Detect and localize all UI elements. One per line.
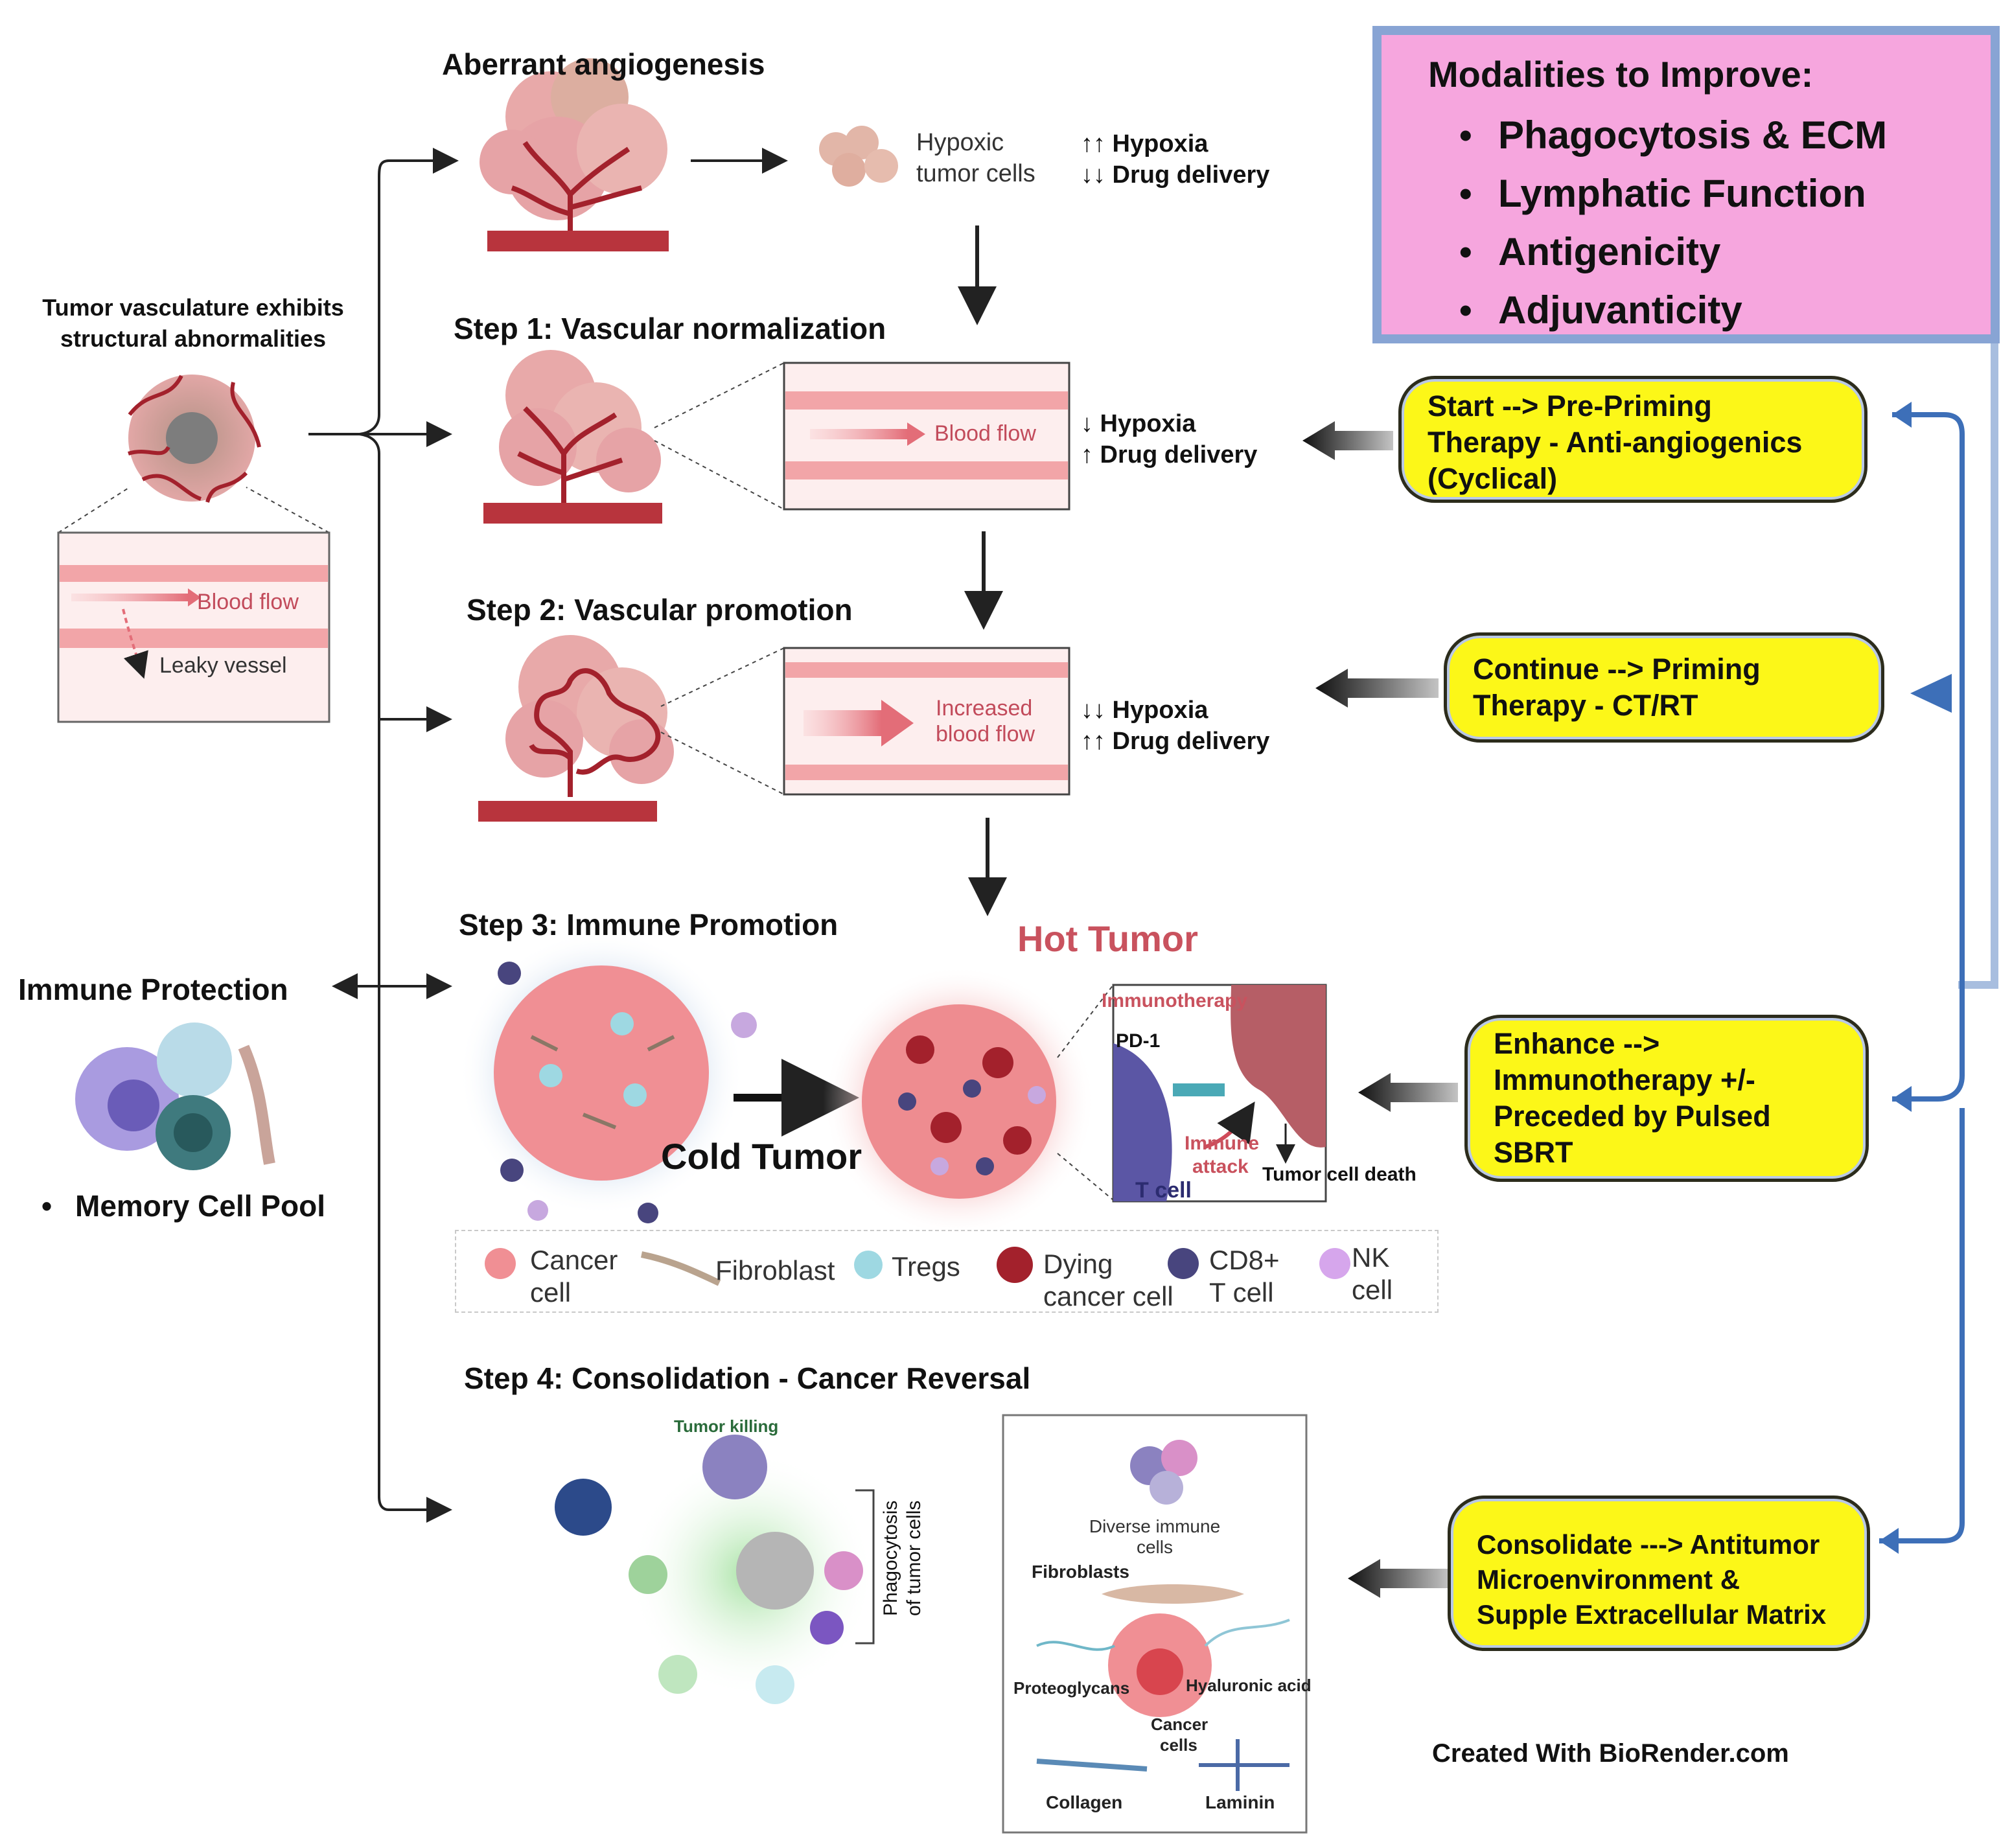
therapy-consolidate-box: Consolidate ---> Antitumor Microenvironm… [1448, 1496, 1870, 1651]
memory-cell-pool: Memory Cell Pool [75, 1189, 325, 1223]
therapy-enhance-line: Immunotherapy +/- [1494, 1063, 1755, 1096]
modality-item: Lymphatic Function [1459, 165, 1887, 223]
modality-item: Adjuvanticity [1459, 281, 1887, 340]
vasculature-title-line2: structural abnormalities [60, 325, 327, 352]
ecm-collagen: Collagen [1046, 1792, 1123, 1812]
hypoxic-label-line1: Hypoxic [916, 129, 1004, 156]
step3-title: Step 3: Immune Promotion [459, 908, 838, 941]
biorender-credit: Created With BioRender.com [1432, 1739, 1789, 1768]
step2-title: Step 2: Vascular promotion [467, 593, 853, 627]
ecm-proteoglycans: Proteoglycans [1013, 1678, 1130, 1698]
therapy-start-line: Start --> Pre-Priming [1428, 389, 1712, 422]
step1-drug-delivery: ↑ Drug delivery [1081, 441, 1258, 468]
hypoxic-cells-icon [819, 126, 898, 187]
ecm-cancer-line2: cells [1160, 1735, 1197, 1755]
legend-dying-line2: cancer cell [1043, 1281, 1174, 1311]
memory-cell-bullet: • [41, 1189, 52, 1223]
therapy-enhance-box: Enhance --> Immunotherapy +/- Preceded b… [1464, 1015, 1869, 1182]
angio-drug-delivery: ↓↓ Drug delivery [1081, 161, 1270, 189]
legend-cancer-line2: cell [530, 1277, 572, 1308]
phagocytosis-line2: of tumor cells [903, 1500, 925, 1616]
ecm-diverse-line1: Diverse immune [1089, 1516, 1221, 1536]
promoted-tumor-icon [478, 635, 674, 822]
hypoxic-label-line2: tumor cells [916, 160, 1035, 187]
step4-title: Step 4: Consolidation - Cancer Reversal [464, 1361, 1031, 1395]
legend-cd8-line2: T cell [1209, 1277, 1274, 1308]
immune-attack-panel [1112, 984, 1327, 1203]
modalities-list: Phagocytosis & ECM Lymphatic Function An… [1459, 106, 1887, 340]
therapy-start-line: (Cyclical) [1428, 462, 1558, 495]
modality-item: Antigenicity [1459, 223, 1887, 281]
hot-tumor-icon [823, 965, 1095, 1238]
abnormal-tumor-icon [128, 375, 261, 503]
left-blood-flow-label: Blood flow [197, 590, 299, 614]
therapy-start-line: Therapy - Anti-angiogenics [1428, 426, 1803, 459]
pd1-label: PD-1 [1116, 1030, 1161, 1052]
therapy-enhance-line: SBRT [1494, 1136, 1573, 1169]
tumor-killing-label: Tumor killing [674, 1416, 779, 1436]
legend-cd8-line1: CD8+ [1209, 1245, 1280, 1275]
normalized-tumor-icon [483, 350, 662, 524]
therapy-enhance-line: Enhance --> [1494, 1027, 1660, 1060]
legend-cancer-line1: Cancer [530, 1245, 618, 1275]
modalities-title: Modalities to Improve: [1428, 54, 1814, 95]
immune-protection-title: Immune Protection [18, 973, 288, 1006]
therapy-continue-line: Therapy - CT/RT [1473, 689, 1698, 722]
cold-tumor-icon [459, 930, 757, 1223]
therapy-consolidate-line: Supple Extracellular Matrix [1477, 1599, 1827, 1630]
therapy-consolidate-line: Microenvironment & [1477, 1564, 1740, 1595]
therapy-continue-line: Continue --> Priming [1473, 653, 1761, 686]
angio-hypoxia: ↑↑ Hypoxia [1081, 130, 1208, 157]
ecm-laminin: Laminin [1205, 1792, 1275, 1812]
legend-nk-line1: NK [1352, 1242, 1390, 1273]
immune-cells-icon [75, 1022, 275, 1170]
step2-vessel-panel [783, 647, 1070, 796]
vasculature-title-line1: Tumor vasculature exhibits [42, 294, 344, 321]
angiogenesis-title: Aberrant angiogenesis [442, 47, 765, 81]
step2-flow-line1: Increased [936, 696, 1033, 721]
ecm-panel [1002, 1414, 1308, 1834]
immune-attack-line1: Immune [1185, 1133, 1260, 1154]
ecm-cancer-line1: Cancer [1151, 1715, 1208, 1734]
legend-nk-line2: cell [1352, 1275, 1393, 1305]
step2-hypoxia: ↓↓ Hypoxia [1081, 697, 1208, 724]
hot-tumor-label: Hot Tumor [1017, 918, 1198, 959]
immune-attack-line2: attack [1192, 1156, 1249, 1177]
therapy-start-box: Start --> Pre-Priming Therapy - Anti-ang… [1398, 376, 1867, 503]
consolidation-immune-icons [555, 1435, 875, 1704]
step2-drug-delivery: ↑↑ Drug delivery [1081, 728, 1270, 755]
step1-vessel-panel [783, 362, 1070, 511]
legend-icons [485, 1247, 1350, 1286]
step1-blood-flow-label: Blood flow [934, 421, 1036, 446]
step1-title: Step 1: Vascular normalization [454, 312, 886, 345]
immunotherapy-label: Immunotherapy [1102, 990, 1248, 1011]
cold-tumor-label: Cold Tumor [661, 1136, 862, 1177]
legend-dying-line1: Dying [1043, 1249, 1113, 1279]
leaky-vessel-label: Leaky vessel [159, 653, 287, 678]
step1-hypoxia: ↓ Hypoxia [1081, 410, 1196, 437]
modality-item: Phagocytosis & ECM [1459, 106, 1887, 165]
aberrant-angiogenesis-icon [480, 58, 669, 251]
therapy-consolidate-line: Consolidate ---> Antitumor [1477, 1529, 1820, 1560]
tumor-cell-death-label: Tumor cell death [1262, 1164, 1416, 1185]
phagocytosis-line1: Phagocytosis [880, 1500, 901, 1616]
legend-tregs: Tregs [892, 1251, 960, 1282]
tcell-label: T cell [1135, 1178, 1192, 1203]
leaky-vessel-panel [57, 531, 330, 723]
step2-flow-line2: blood flow [936, 722, 1035, 746]
therapy-enhance-line: Preceded by Pulsed [1494, 1100, 1771, 1133]
cell-legend [455, 1230, 1439, 1313]
ecm-fibroblasts: Fibroblasts [1032, 1562, 1129, 1582]
modalities-box: Modalities to Improve: Phagocytosis & EC… [1372, 26, 2000, 343]
ecm-hyaluronic-acid: Hyaluronic acid [1186, 1676, 1312, 1695]
legend-fibroblast: Fibroblast [715, 1255, 835, 1286]
therapy-continue-box: Continue --> Priming Therapy - CT/RT [1444, 632, 1884, 743]
ecm-diverse-line2: cells [1136, 1537, 1173, 1557]
